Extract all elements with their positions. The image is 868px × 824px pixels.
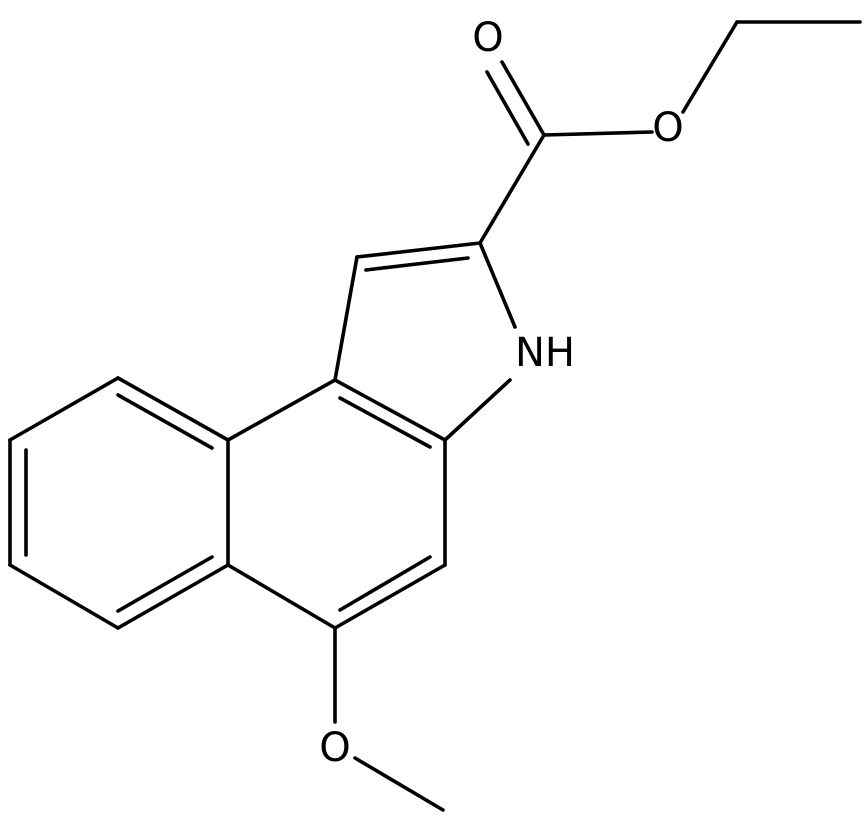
atom-label-carbonyl-oxygen: O bbox=[472, 15, 503, 61]
bond-o-methyl bbox=[353, 756, 445, 812]
atom-label-methoxy-oxygen: O bbox=[319, 725, 350, 771]
bond-c4-c5 bbox=[333, 563, 447, 630]
bond-c2-n bbox=[478, 241, 517, 329]
atom-label-nh: NH bbox=[515, 330, 575, 376]
bond-c9a-c9-inner bbox=[116, 393, 214, 450]
bond-c2-carboxyl bbox=[478, 133, 546, 245]
bond-c6-c5a-inner bbox=[116, 555, 214, 613]
bond-c4-c5-inner bbox=[338, 555, 432, 612]
bond-c3a-c9b bbox=[333, 378, 447, 442]
atom-label-ester-oxygen: O bbox=[652, 105, 683, 151]
bond-c7-c6 bbox=[8, 563, 120, 630]
bond-ethyl-ch2-o bbox=[681, 20, 739, 114]
bond-c3-c3a bbox=[333, 255, 359, 382]
atom-labels: O O NH O bbox=[319, 15, 683, 771]
bond-layer bbox=[8, 20, 862, 812]
bond-ester-o-c bbox=[542, 130, 654, 137]
bond-c2-c3-inner bbox=[364, 256, 470, 272]
bond-n-c9b bbox=[443, 378, 512, 442]
bond-c9a-c9 bbox=[116, 376, 230, 442]
bond-c3a-c9b-inner bbox=[338, 396, 432, 449]
bond-c9-c8 bbox=[8, 376, 120, 442]
bond-c2-c3 bbox=[355, 241, 482, 259]
bond-c5-c5a bbox=[226, 563, 337, 630]
bond-carbonyl-double-b bbox=[485, 70, 530, 146]
bond-c9a-c3a bbox=[226, 378, 337, 442]
bond-carbonyl-double-a bbox=[500, 60, 546, 137]
bond-c6-c5a bbox=[116, 563, 230, 630]
